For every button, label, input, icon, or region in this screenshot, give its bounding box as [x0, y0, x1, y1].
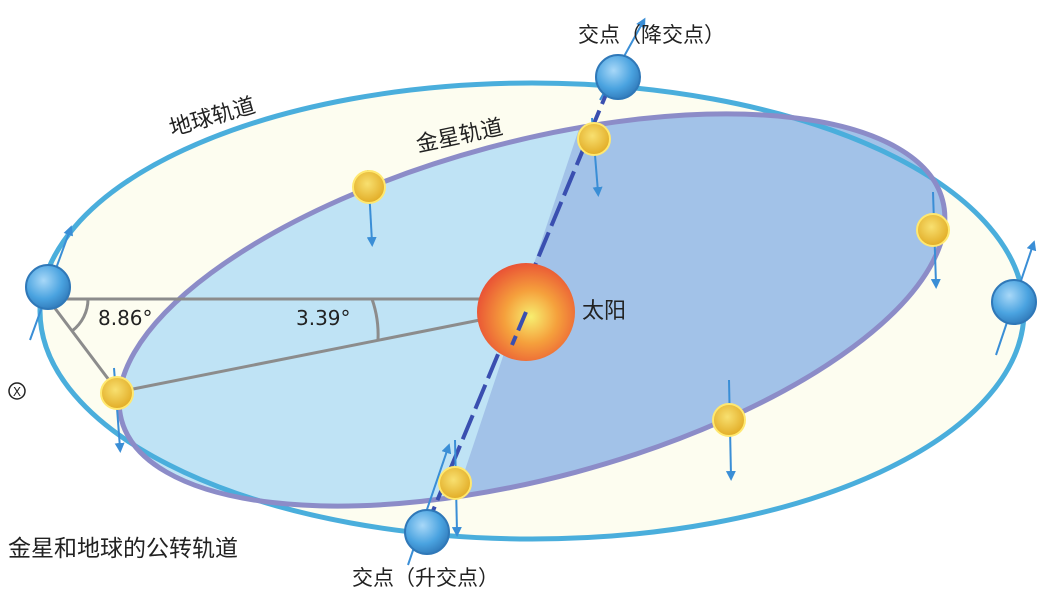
sun-label: 太阳	[582, 299, 626, 324]
angle-lines	[46, 297, 481, 394]
circled-mark: X	[8, 382, 26, 400]
venus-planet	[438, 439, 472, 537]
earth-positions	[25, 17, 1037, 566]
venus-planet	[916, 191, 950, 289]
venus-orbit	[116, 111, 948, 509]
venus-planet	[577, 117, 611, 197]
angle-large-label: 8.86°	[98, 306, 153, 330]
venus-positions	[100, 117, 950, 537]
earth-planet	[991, 240, 1037, 356]
venus-planet	[100, 367, 134, 453]
caption: 金星和地球的公转轨道	[8, 536, 238, 562]
earth-planet	[595, 17, 646, 101]
venus-planet	[712, 379, 746, 481]
ascending-node-label: 交点（升交点）	[352, 566, 499, 590]
earth-planet	[404, 443, 452, 566]
circled-mark-letter: X	[13, 385, 21, 399]
descending-node-label: 交点（降交点）	[578, 23, 725, 47]
angle-small-label: 3.39°	[296, 306, 351, 330]
venus-planet	[352, 169, 386, 247]
earth-planet	[25, 225, 73, 341]
